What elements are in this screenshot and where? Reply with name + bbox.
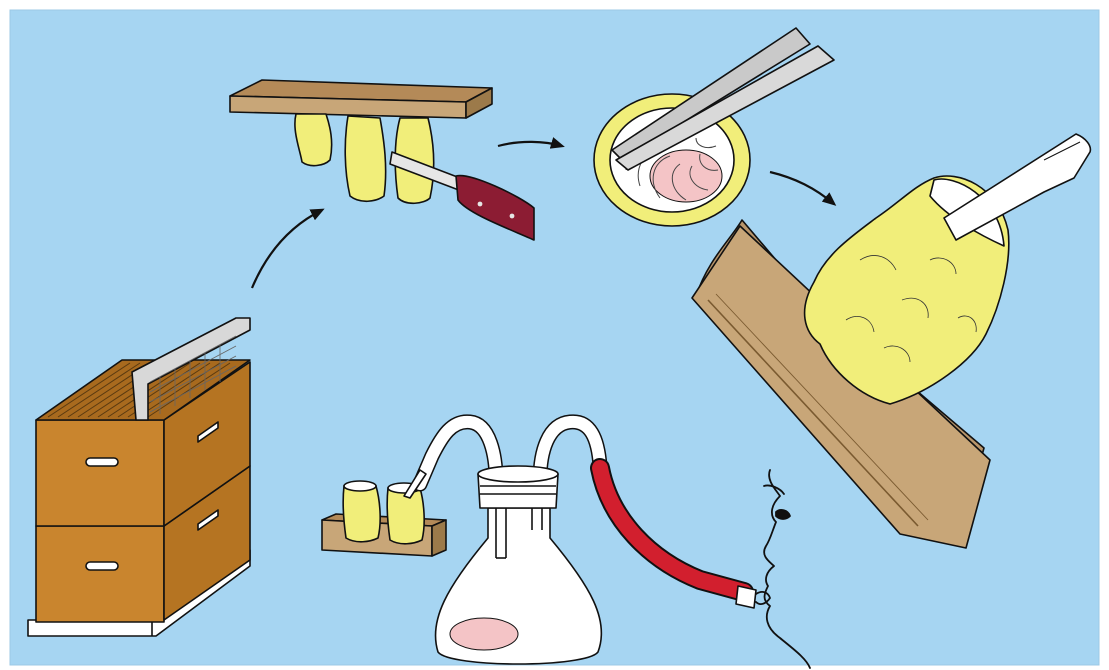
queen-cup-1 bbox=[295, 114, 332, 166]
hive-lower-box-front bbox=[36, 526, 164, 622]
hive-upper-box-front bbox=[36, 420, 164, 526]
hive-upper-handle bbox=[86, 458, 118, 466]
hive-lower-handle bbox=[86, 562, 118, 570]
collected-royal-jelly bbox=[450, 618, 518, 650]
queen-cup-2 bbox=[345, 116, 385, 201]
tray-cup-1 bbox=[343, 486, 380, 542]
mouthpiece bbox=[736, 586, 756, 608]
tray-end bbox=[432, 520, 446, 556]
royal-jelly-in-cell bbox=[650, 150, 722, 202]
